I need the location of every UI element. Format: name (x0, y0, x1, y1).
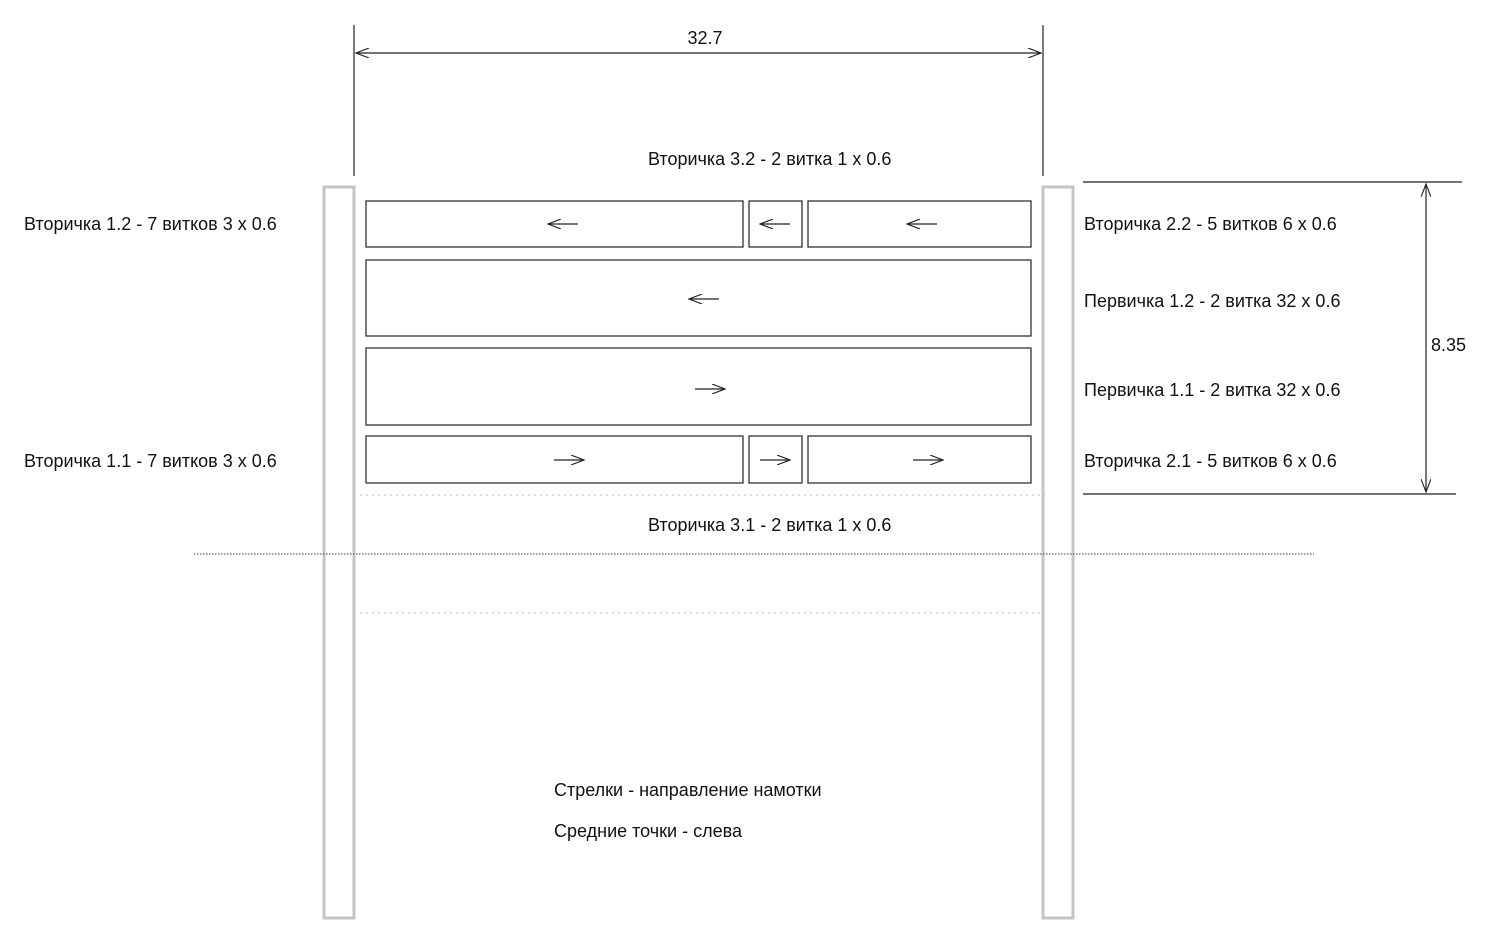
label-secondary-2-1: Вторичка 2.1 - 5 витков 6 x 0.6 (1084, 451, 1337, 471)
note-midpoints: Средние точки - слева (554, 821, 743, 841)
height-label: 8.35 (1431, 335, 1466, 355)
winding-primary-1-2 (365, 259, 1032, 337)
label-secondary-3-1: Вторичка 3.1 - 2 витка 1 x 0.6 (648, 515, 891, 535)
label-secondary-2-2: Вторичка 2.2 - 5 витков 6 x 0.6 (1084, 214, 1337, 234)
winding-row-bottom-secondaries (365, 435, 1032, 484)
bobbin-right-wall (1041, 185, 1075, 920)
label-primary-1-1: Первичка 1.1 - 2 витка 32 x 0.6 (1084, 380, 1340, 400)
width-dimension: 32.7 (353, 25, 1044, 176)
width-label: 32.7 (687, 28, 722, 48)
winding-row-top-secondaries (365, 200, 1032, 248)
label-secondary-1-2: Вторичка 1.2 - 7 витков 3 x 0.6 (24, 214, 277, 234)
label-secondary-3-2: Вторичка 3.2 - 2 витка 1 x 0.6 (648, 149, 891, 169)
winding-primary-1-1 (365, 347, 1032, 426)
height-dimension: 8.35 (1083, 181, 1466, 495)
note-arrows: Стрелки - направление намотки (554, 780, 822, 800)
bobbin-left-wall (322, 185, 356, 920)
label-secondary-1-1: Вторичка 1.1 - 7 витков 3 x 0.6 (24, 451, 277, 471)
label-primary-1-2: Первичка 1.2 - 2 витка 32 x 0.6 (1084, 291, 1340, 311)
